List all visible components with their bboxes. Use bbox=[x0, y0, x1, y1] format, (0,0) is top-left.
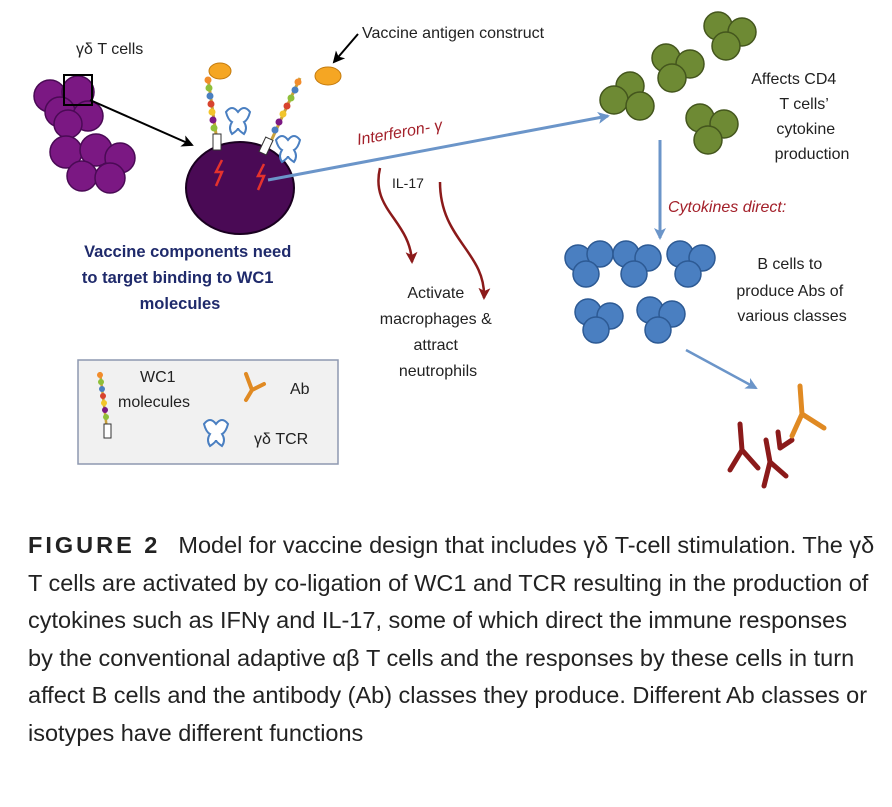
cd4-t-cell-cluster-top bbox=[703, 11, 757, 61]
antibody-red-middle bbox=[761, 437, 789, 489]
legend-ab-icon bbox=[244, 372, 266, 402]
il17-arrow-right bbox=[438, 181, 491, 300]
activated-gd-t-cell bbox=[185, 141, 295, 235]
antibody-red-right bbox=[775, 429, 795, 451]
b-cells-label: B cells to produce Abs of various classe… bbox=[736, 256, 847, 325]
b-cell-cluster-5 bbox=[636, 296, 686, 344]
b-cell-cluster-4 bbox=[574, 298, 624, 344]
signal-bolt-left bbox=[213, 159, 224, 187]
wc1-molecule-right bbox=[258, 77, 302, 156]
legend-wc1-line-2: molecules bbox=[118, 394, 190, 411]
vaccine-components-line-3: molecules bbox=[140, 295, 221, 313]
affects-cd4-line-2: T cells’ bbox=[779, 96, 828, 113]
signal-bolt-right bbox=[255, 163, 266, 191]
zoom-box bbox=[63, 74, 93, 106]
affects-cd4-label: Affects CD4 T cells’ cytokine production bbox=[751, 71, 849, 163]
legend-wc1-line-1: WC1 bbox=[140, 369, 176, 386]
activate-line-4: neutrophils bbox=[399, 363, 477, 380]
gd-t-cell-cluster-bottom bbox=[49, 133, 136, 194]
gd-t-cells-label: γδ T cells bbox=[76, 41, 143, 58]
tcr-shape-bottom bbox=[274, 135, 302, 164]
activate-label: Activate macrophages & attract neutrophi… bbox=[380, 285, 497, 380]
cd4-t-cell-cluster-left bbox=[599, 71, 655, 121]
affects-cd4-line-3: cytokine bbox=[776, 121, 835, 138]
affects-cd4-line-1: Affects CD4 bbox=[751, 71, 836, 88]
vaccine-components-line-1: Vaccine components need bbox=[84, 243, 291, 261]
antibody-orange bbox=[789, 383, 827, 439]
zoom-arrow bbox=[89, 99, 194, 147]
legend-tcr-label: γδ TCR bbox=[254, 431, 308, 448]
vaccine-components-line-2: to target binding to WC1 bbox=[82, 269, 274, 287]
activate-line-1: Activate bbox=[407, 285, 464, 302]
antibody-red-left bbox=[727, 421, 761, 473]
legend-ab-label: Ab bbox=[290, 381, 310, 398]
wc1-molecule-left bbox=[204, 76, 222, 151]
tcr-shape-top bbox=[224, 107, 252, 136]
legend-tcr-icon bbox=[202, 419, 230, 448]
interferon-label: Interferon- γ bbox=[356, 117, 445, 149]
activate-line-3: attract bbox=[414, 337, 459, 354]
cd4-t-cell-cluster-middle bbox=[651, 43, 705, 93]
b-cell-cluster-1 bbox=[564, 240, 614, 288]
vaccine-antigen-arrow bbox=[332, 33, 359, 64]
b-cells-line-1: B cells to bbox=[757, 256, 822, 273]
il17-arrow-left bbox=[377, 167, 418, 264]
cd4-t-cell-cluster-right bbox=[685, 103, 739, 155]
b-cell-cluster-2 bbox=[612, 240, 662, 288]
figure-caption-text: Model for vaccine design that includes γ… bbox=[28, 532, 875, 746]
b-cell-cluster-3 bbox=[666, 240, 716, 288]
legend-box: WC1 molecules Ab γδ TCR bbox=[77, 359, 339, 465]
cytokines-direct-label: Cytokines direct: bbox=[668, 199, 786, 216]
il17-label: IL-17 bbox=[392, 175, 424, 191]
figure-label: FIGURE 2 bbox=[28, 532, 161, 558]
b-cells-line-2: produce Abs of bbox=[736, 283, 843, 300]
vaccine-components-label: Vaccine components need to target bindin… bbox=[82, 243, 296, 313]
b-cells-line-3: various classes bbox=[737, 308, 846, 325]
vaccine-antigen-label: Vaccine antigen construct bbox=[362, 25, 545, 42]
legend-wc1-icon bbox=[97, 371, 112, 439]
gd-t-cell-cluster-top bbox=[33, 75, 104, 139]
b-cell-to-antibody-arrow bbox=[685, 348, 758, 390]
activate-line-2: macrophages & bbox=[380, 311, 492, 328]
vaccine-design-diagram: γδ T cells Vaccine antigen construct Int… bbox=[33, 11, 849, 489]
interferon-arrow bbox=[267, 111, 610, 182]
affects-cd4-line-4: production bbox=[775, 146, 850, 163]
antigen-blob-left bbox=[208, 62, 232, 80]
antigen-blob-right bbox=[314, 66, 342, 86]
legend-wc1-label: WC1 molecules bbox=[118, 369, 190, 411]
